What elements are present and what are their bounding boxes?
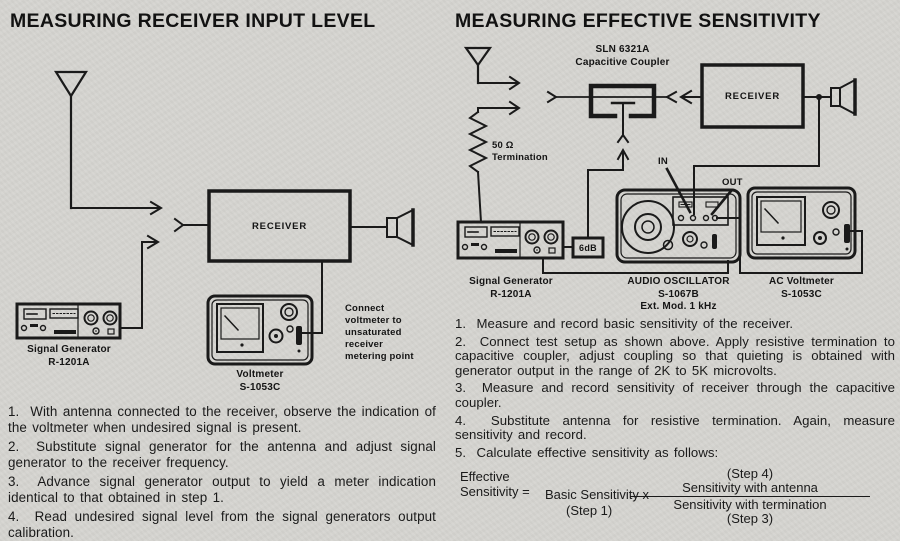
left-step-3: 3. Advance signal generator output to yi… [8, 474, 436, 505]
right-step-1: 1. Measure and record basic sensitivity … [455, 316, 794, 331]
right-step-4: 4. Substitute antenna for resistive term… [455, 412, 895, 443]
left-title: MEASURING RECEIVER INPUT LEVEL [10, 10, 376, 32]
antenna-icon [463, 46, 493, 85]
resistor-icon [467, 110, 489, 224]
arrow-right-icon [146, 234, 160, 250]
signal-generator-label: Signal Generator R-1201A [27, 344, 111, 368]
left-step-1: 1. With antenna connected to the receive… [8, 404, 436, 435]
junction-fork-icon [546, 90, 558, 104]
voltmeter-label: Voltmeter S-1053C [236, 369, 284, 393]
speaker-icon [386, 208, 415, 247]
voltmeter-device [206, 294, 314, 366]
formula-factor: Basic Sensitivity x [545, 487, 650, 502]
formula-denominator-step: (Step 3) [726, 510, 774, 526]
right-diagram [456, 46, 863, 274]
in-label: IN [658, 156, 668, 167]
formula-fraction: (Step 4) Sensitivity with antenna Sensit… [630, 467, 870, 525]
oscillator-label: AUDIO OSCILLATOR S-1067B Ext. Mod. 1 kHz [627, 276, 730, 312]
left-step-2: 2. Substitute signal generator for the a… [8, 439, 436, 470]
formula-numerator: Sensitivity with antenna [630, 480, 870, 497]
formula-denominator: Sensitivity with termination [673, 497, 827, 512]
speaker-icon [830, 78, 857, 116]
out-label: OUT [722, 177, 743, 188]
coupler-label: SLN 6321A Capacitive Coupler [575, 44, 670, 68]
metering-note: Connect voltmeter to unsaturated receive… [345, 303, 414, 362]
arrow-left-icon [679, 89, 693, 105]
ac-voltmeter-device [746, 186, 857, 260]
junction-fork-icon [173, 217, 185, 233]
arrow-right-icon [508, 75, 521, 91]
formula-factor-sub: (Step 1) [566, 503, 613, 518]
in-pointer-line [665, 167, 692, 214]
signal-generator-label: Signal Generator R-1201A [469, 276, 553, 300]
arrow-up-icon [616, 147, 630, 161]
right-step-3: 3. Measure and record sensitivity of rec… [455, 380, 895, 410]
left-step-4: 4. Read undesired signal level from the … [8, 509, 436, 540]
left-steps: 1. With antenna connected to the receive… [8, 404, 436, 541]
receiver-label: RECEIVER [725, 90, 780, 102]
right-steps: 1. Measure and record basic sensitivity … [455, 316, 895, 463]
signal-generator-device [15, 302, 122, 340]
arrow-right-icon [149, 200, 163, 216]
capacitive-coupler-box [588, 83, 657, 144]
arrow-right-icon [508, 100, 521, 116]
attenuator-box [571, 236, 605, 259]
right-title: MEASURING EFFECTIVE SENSITIVITY [455, 10, 821, 32]
attenuator-label: 6dB [579, 242, 597, 253]
left-diagram [15, 70, 415, 366]
right-step-2: 2. Connect test setup as shown above. Ap… [455, 333, 895, 378]
receiver-label: RECEIVER [252, 220, 307, 232]
formula-numerator-step: (Step 4) [726, 466, 774, 481]
ac-voltmeter-label: AC Voltmeter S-1053C [768, 276, 834, 300]
antenna-icon [54, 70, 88, 210]
formula-lhs: Effective Sensitivity = [460, 469, 530, 499]
right-step-5: 5. Calculate effective sensitivity as fo… [455, 444, 719, 460]
junction-fork-icon [616, 133, 630, 144]
signal-generator-device [456, 220, 565, 260]
out-pointer-line [710, 189, 733, 216]
termination-label: 50 Ω Termination [492, 140, 548, 163]
junction-fork-icon [664, 90, 678, 104]
